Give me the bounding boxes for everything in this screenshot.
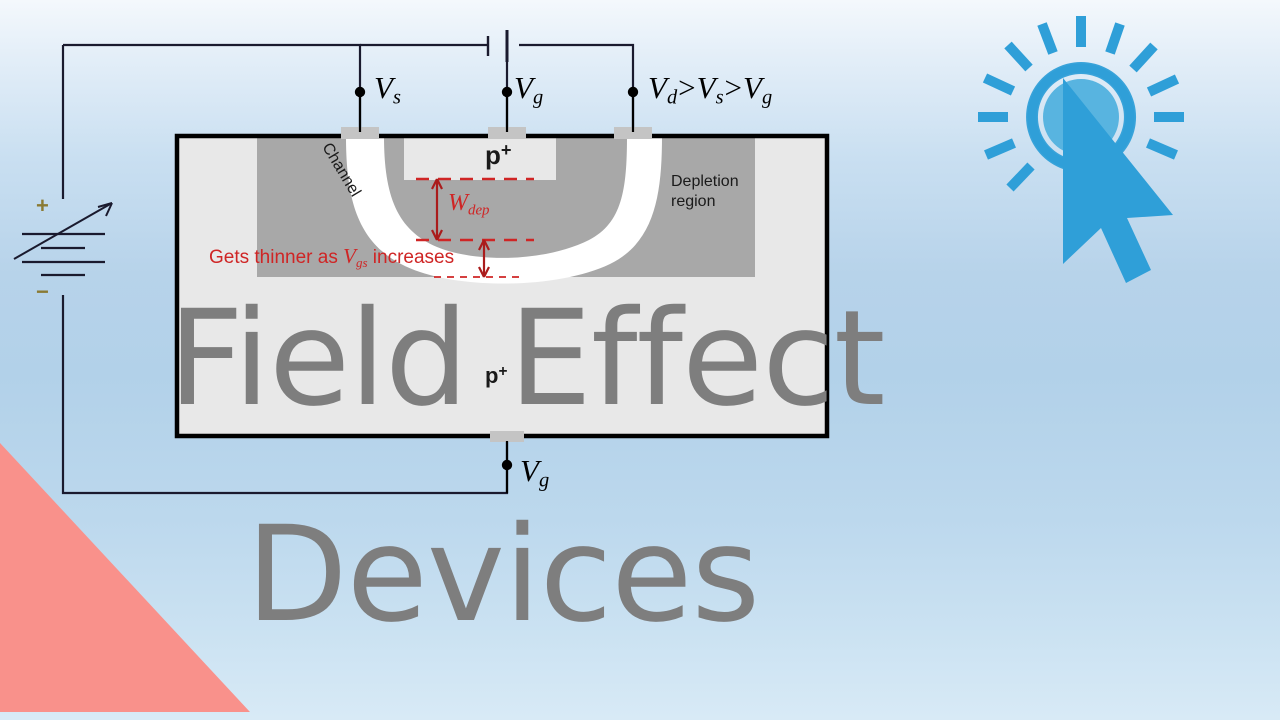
contact-source [341, 127, 379, 139]
variability-arrow-head [97, 202, 113, 217]
label-gets-thinner: Gets thinner as Vgs increases [209, 244, 455, 270]
click-cursor-icon [978, 16, 1184, 283]
page-title-line-1: Field Effect [168, 282, 886, 436]
label-gate-voltage-bottom: Vg [520, 453, 550, 492]
terminal-dot-source [354, 86, 366, 98]
terminal-dot-gate-top [501, 86, 513, 98]
p-plus-top-implant [404, 136, 556, 180]
channel-thickness-arrow-heads [478, 239, 490, 278]
label-gate-voltage-top: Vg [514, 70, 544, 109]
device-cross-section [174, 86, 830, 493]
contact-gate-bottom [490, 431, 524, 442]
wdep-arrow-heads [431, 178, 443, 241]
corner-triangle [0, 443, 250, 712]
label-drain-voltage-relation: Vd>Vs>Vg [648, 70, 773, 109]
w-dep-annotation [416, 177, 534, 278]
terminal-dot-gate-bottom [501, 459, 513, 471]
label-p-plus-top: p+ [485, 140, 512, 171]
label-source-voltage: Vs [374, 70, 401, 109]
contact-drain [614, 127, 652, 139]
supply-minus-sign: − [36, 279, 49, 304]
label-p-plus-bottom: p+ [485, 363, 508, 388]
wire-top-to-source [63, 43, 362, 132]
variability-arrow-shaft [13, 202, 113, 260]
contact-gate-top [488, 127, 526, 139]
terminal-dot-drain [627, 86, 639, 98]
page-title-line-2: Devices [246, 498, 760, 652]
label-w-dep: Wdep [448, 190, 490, 219]
channel-region-fill [346, 136, 662, 284]
supply-plus-sign: + [36, 193, 49, 218]
variable-dc-source-icon [13, 202, 113, 277]
